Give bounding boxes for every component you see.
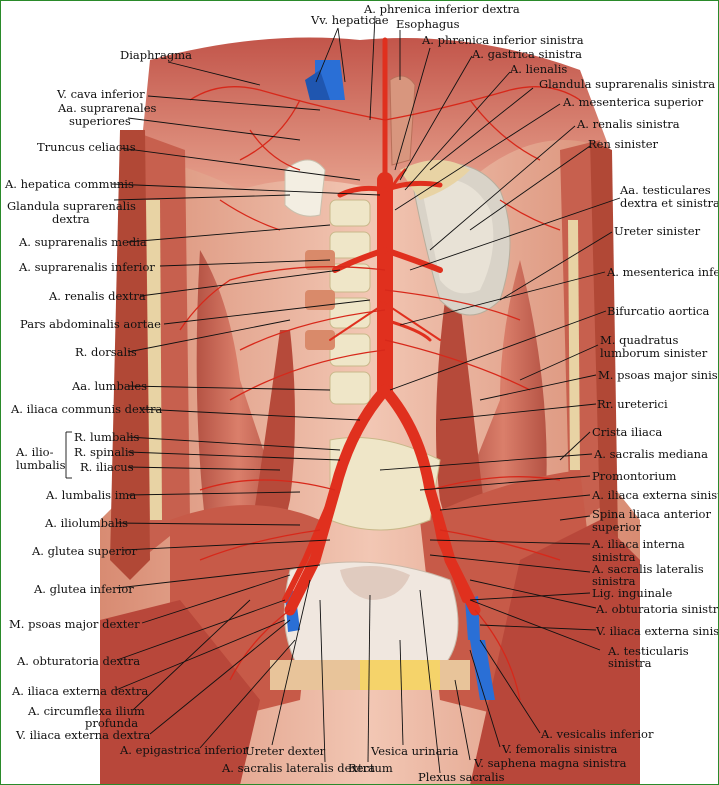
label-a-circumflexa-profunda: profunda <box>85 716 139 730</box>
label-a-ilio: A. ilio- <box>16 445 54 459</box>
label-lig-inguinale: Lig. inguinale <box>592 586 673 600</box>
label-a-iliaca-externa-sinistra: A. iliaca externa sinistra <box>592 488 719 502</box>
label-a-testicularis-sinistra: sinistra <box>608 656 652 670</box>
label-a-vesicalis-inferior: A. vesicalis inferior <box>541 727 654 741</box>
label-r-lumbalis: R. lumbalis <box>74 430 140 444</box>
label-aa-testiculares-dextra-sinistra: dextra et sinistra <box>620 196 719 210</box>
label-a-mesenterica-superior: A. mesenterica superior <box>563 95 704 109</box>
label-v-iliaca-externa-dextra: V. iliaca externa dextra <box>16 728 151 742</box>
label-a-glutea-inferior: A. glutea inferior <box>34 582 134 596</box>
label-a-mesenterica-inferior: A. mesenterica inferior <box>607 265 719 279</box>
label-a-iliolumbalis: A. iliolumbalis <box>45 516 129 530</box>
label-lumbalis: lumbalis <box>16 458 66 472</box>
label-m-psoas-major-sinister: M. psoas major sinister <box>598 368 719 382</box>
label-a-suprarenalis-media: A. suprarenalis media <box>19 235 147 249</box>
label-m-quadratus-lumborum-sinister: lumborum sinister <box>600 346 708 360</box>
label-glandula-suprarenalis-dextra-2: dextra <box>52 212 90 226</box>
label-a-sacralis-lateralis-sinistra: sinistra <box>592 574 636 588</box>
label-r-spinalis: R. spinalis <box>74 445 135 459</box>
label-aa-testiculares: Aa. testiculares <box>620 183 711 197</box>
label-glandula-suprarenalis-dextra: Glandula suprarenalis <box>7 199 136 213</box>
label-a-sacralis-mediana: A. sacralis mediana <box>594 447 708 461</box>
label-rr-ureterici: Rr. ureterici <box>597 397 668 411</box>
label-r-dorsalis: R. dorsalis <box>75 345 137 359</box>
label-ren-sinister: Ren sinister <box>588 137 659 151</box>
label-rectum: Rectum <box>348 761 393 775</box>
label-v-saphena-magna-sinistra: V. saphena magna sinistra <box>474 756 627 770</box>
label-a-lienalis: A. lienalis <box>510 62 568 76</box>
label-ureter-sinister: Ureter sinister <box>614 224 701 238</box>
label-pars-abdominalis-aortae: Pars abdominalis aortae <box>20 317 161 331</box>
label-vv-hepaticae: Vv. hepaticae <box>311 13 389 27</box>
label-v-iliaca-externa-sinistra: V. iliaca externa sinistra <box>596 624 719 638</box>
label-promontorium: Promontorium <box>592 469 677 483</box>
label-a-gastrica-sinistra: A. gastrica sinistra <box>472 47 583 61</box>
label-a-renalis-dextra: A. renalis dextra <box>49 289 146 303</box>
label-a-sacralis-lateralis-dextra: A. sacralis lateralis dextra <box>222 761 375 775</box>
label-a-iliaca-interna: A. iliaca interna <box>592 537 685 551</box>
label-r-iliacus: R. iliacus <box>80 460 134 474</box>
label-a-circumflexa-ilium: A. circumflexa ilium <box>28 704 145 718</box>
label-truncus-celiacus: Truncus celiacus <box>37 140 136 154</box>
label-v-femoralis-sinistra: V. femoralis sinistra <box>502 742 618 756</box>
label-ureter-dexter: Ureter dexter <box>245 744 326 758</box>
label-v-cava-inferior: V. cava inferior <box>57 87 145 101</box>
label-a-iliaca-communis-dextra: A. iliaca communis dextra <box>11 402 163 416</box>
label-a-obturatoria-dextra: A. obturatoria dextra <box>17 654 141 668</box>
label-spina-iliaca-superior: superior <box>592 520 642 534</box>
label-a-hepatica-communis: A. hepatica communis <box>5 177 134 191</box>
label-a-phrenica-inferior-dextra: A. phrenica inferior dextra <box>364 2 520 16</box>
label-a-suprarenalis-inferior: A. suprarenalis inferior <box>19 260 155 274</box>
label-a-obturatoria-sinistra: A. obturatoria sinistra <box>596 602 719 616</box>
label-plexus-sacralis: Plexus sacralis <box>418 770 505 784</box>
label-m-quadratus: M. quadratus <box>600 333 679 347</box>
label-a-epigastrica-inferior: A. epigastrica inferior <box>120 743 249 757</box>
label-a-iliaca-interna-sinistra: sinistra <box>592 550 636 564</box>
label-a-iliaca-externa-dextra: A. iliaca externa dextra <box>12 684 149 698</box>
label-spina-iliaca-anterior: Spina iliaca anterior <box>592 507 711 521</box>
label-m-psoas-major-dexter: M. psoas major dexter <box>9 617 140 631</box>
label-bifurcatio-aortica: Bifurcatio aortica <box>607 304 710 318</box>
label-vesica-urinaria: Vesica urinaria <box>371 744 459 758</box>
label-a-lumbalis-ima: A. lumbalis ima <box>46 488 137 502</box>
label-diaphragma: Diaphragma <box>120 48 192 62</box>
label-aa-suprarenales-superiores: superiores <box>69 114 131 128</box>
label-a-glutea-superior: A. glutea superior <box>32 544 138 558</box>
label-aa-suprarenales: Aa. suprarenales <box>58 101 157 115</box>
label-a-sacralis-lateralis: A. sacralis lateralis <box>592 562 704 576</box>
label-aa-lumbales: Aa. lumbales <box>72 379 148 393</box>
label-glandula-suprarenalis-sinistra: Glandula suprarenalis sinistra <box>539 77 716 91</box>
label-a-testicularis: A. testicularis <box>608 644 689 658</box>
label-a-renalis-sinistra: A. renalis sinistra <box>577 117 680 131</box>
label-crista-iliaca: Crista iliaca <box>592 425 663 439</box>
label-a-phrenica-inferior-sinistra: A. phrenica inferior sinistra <box>422 33 584 47</box>
label-esophagus: Esophagus <box>396 17 460 31</box>
